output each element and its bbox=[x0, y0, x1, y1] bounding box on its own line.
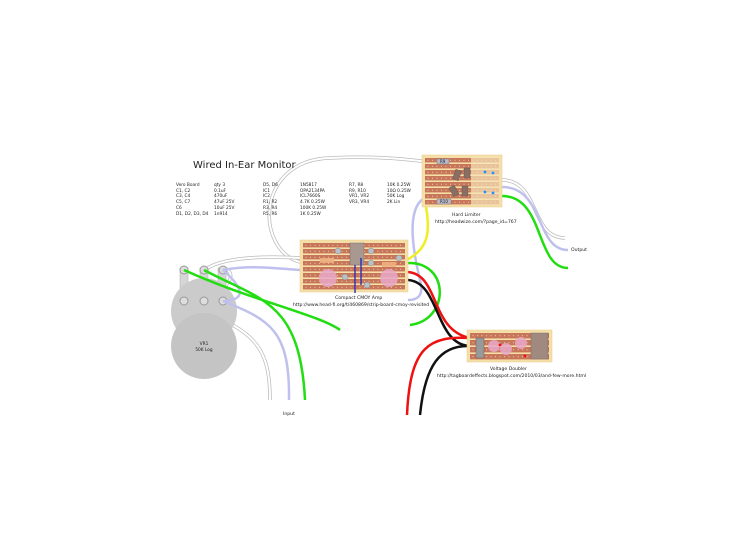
bom-entry: 470uF bbox=[214, 194, 228, 200]
bom-entry: D5, D6 bbox=[263, 183, 278, 188]
hard-limiter-board: R9 R10 bbox=[421, 154, 503, 208]
svg-text:R10: R10 bbox=[440, 199, 448, 204]
copper-strip bbox=[303, 279, 405, 284]
bom-entry: 50K Log bbox=[387, 194, 405, 200]
bom-entry: R3, R4 bbox=[263, 205, 278, 211]
hard-limiter-url[interactable]: http://headwize.com/?page_id=767 bbox=[435, 220, 517, 225]
cmoy-url[interactable]: http://www.head-fi.org/t/460869/strip-bo… bbox=[293, 303, 430, 308]
bom-entry: IC2 bbox=[263, 194, 271, 200]
bom-entry: IC1 bbox=[263, 188, 271, 194]
bom-entry: OPA2134PA bbox=[300, 188, 325, 194]
doubler-label: Voltage Doubler bbox=[490, 367, 527, 372]
copper-strip bbox=[303, 267, 405, 272]
diagram-title: Wired In-Ear Monitor bbox=[193, 160, 296, 171]
bom-entry: 47uF 25V bbox=[214, 200, 235, 206]
bom-entry: C3, C4 bbox=[176, 194, 191, 200]
cmoy-label: Compact CMOY Amp bbox=[335, 296, 383, 301]
copper-strip bbox=[425, 182, 499, 187]
svg-text:R9: R9 bbox=[440, 159, 446, 164]
bom-entry: 0.1uF bbox=[214, 188, 227, 194]
bom-entry: 10Ω 0.25W bbox=[387, 188, 411, 194]
output-label: Output bbox=[571, 248, 587, 253]
bom-entry: R5, R6 bbox=[263, 211, 278, 217]
bom-entry: VR1, VR2 bbox=[349, 194, 370, 200]
bom-entry: 1n914 bbox=[214, 211, 228, 217]
yellow-wire bbox=[399, 199, 430, 265]
bom-entry: D1, D2, D3, D4 bbox=[176, 211, 209, 217]
bom-entry: C6 bbox=[176, 205, 182, 211]
bom-entry: 10K 0.25W bbox=[387, 183, 411, 188]
bom-entry: 1N5817 bbox=[300, 183, 317, 188]
bom-entry: 1K 0.25W bbox=[300, 211, 321, 217]
copper-strip bbox=[425, 170, 499, 175]
copper-strip bbox=[425, 158, 499, 163]
bom-entry: 100K 0.25W bbox=[300, 205, 327, 211]
bom-entry: VR3, VR4 bbox=[349, 200, 370, 206]
bom-entry: R9, R10 bbox=[349, 188, 366, 194]
doubler-url[interactable]: http://tagboardeffects.blogspot.com/2010… bbox=[437, 374, 587, 379]
power-wires bbox=[405, 270, 471, 416]
green-wires bbox=[183, 194, 569, 401]
bom-entry: ICL7660S bbox=[300, 194, 321, 200]
bom-entry: R7, R8 bbox=[349, 183, 364, 188]
cmoy-board bbox=[299, 239, 409, 293]
hard-limiter-label: Hard Limiter bbox=[452, 213, 481, 218]
bom-entry: Vero Board bbox=[176, 183, 200, 188]
copper-strip bbox=[425, 176, 499, 181]
input-label: Input bbox=[283, 412, 295, 417]
bom-entry: C1, C2 bbox=[176, 188, 191, 194]
voltage-doubler-board bbox=[466, 329, 553, 363]
copper-strip bbox=[303, 273, 405, 278]
bom-entry: 10uF 25V bbox=[214, 205, 235, 211]
bom-entry: qty 3 bbox=[214, 183, 226, 188]
copper-strip bbox=[303, 285, 405, 290]
copper-strip bbox=[425, 164, 499, 169]
bom-entry: 4.7K 0.25W bbox=[300, 200, 325, 206]
pot-value: 50K Log bbox=[195, 348, 213, 353]
copper-strip bbox=[425, 200, 499, 205]
bom-entry: R1, R2 bbox=[263, 200, 278, 206]
bom-entry: C5, C7 bbox=[176, 200, 191, 206]
bom-entry: 2K Lin bbox=[387, 200, 401, 206]
pot-ref: VR1 bbox=[199, 342, 209, 347]
